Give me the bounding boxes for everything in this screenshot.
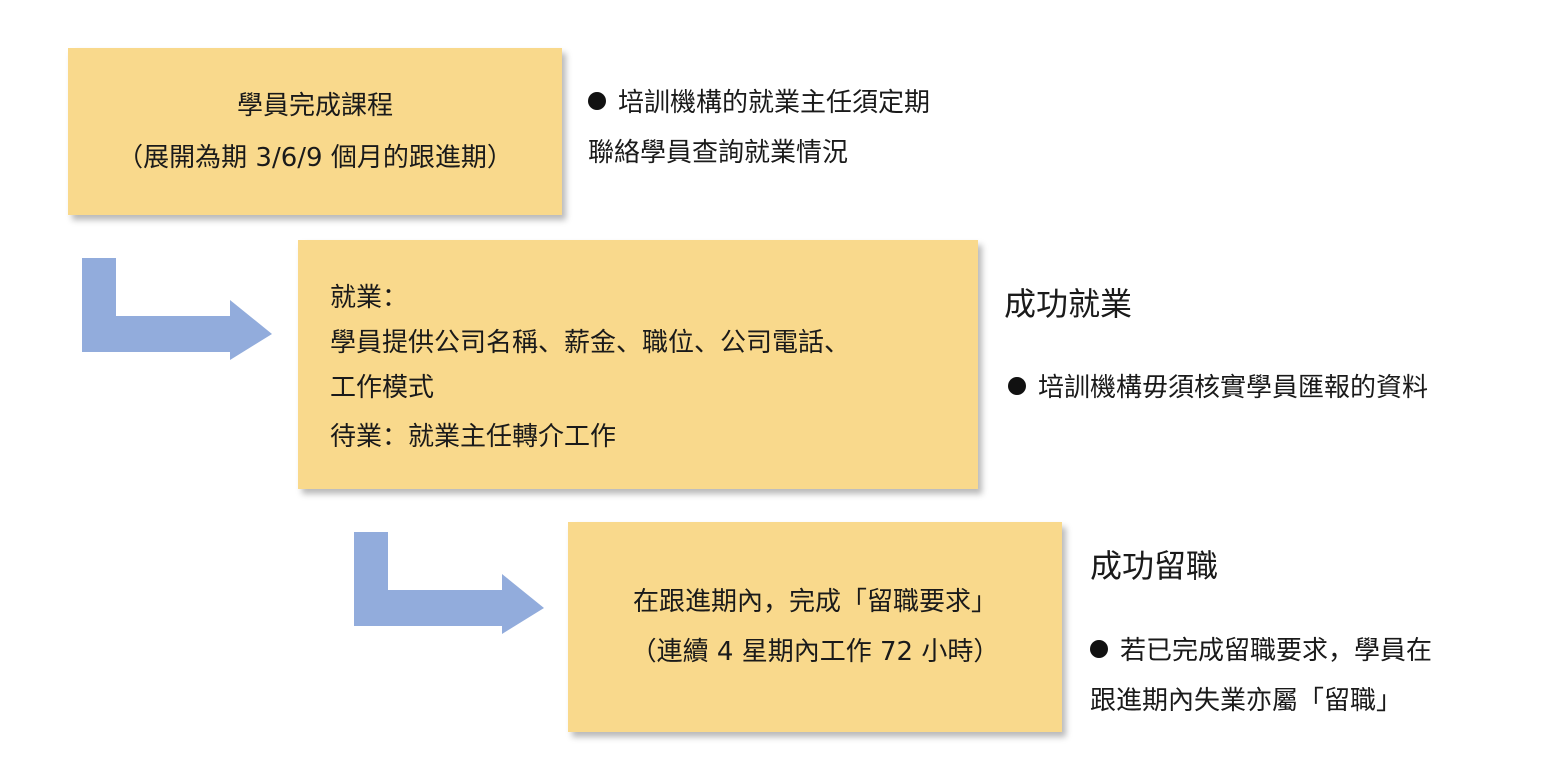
note3-line-2: 跟進期內失業亦屬「留職」	[1090, 686, 1403, 716]
note1-line-1: 培訓機構的就業主任須定期	[588, 78, 930, 128]
step1-line-1: 學員完成課程	[236, 90, 393, 121]
step3-line-1: 在跟進期內，完成「留職要求」	[632, 587, 997, 617]
step-box-retention: 在跟進期內，完成「留職要求」 （連續 4 星期內工作 72 小時）	[568, 522, 1062, 732]
heading-employment-success: 成功就業	[1004, 285, 1133, 323]
note2-text-1: 培訓機構毋須核實學員匯報的資料	[1038, 373, 1429, 403]
bullet-icon	[1090, 640, 1108, 658]
elbow-arrow-icon	[82, 258, 272, 360]
elbow-arrow-icon	[354, 532, 544, 634]
note1-line-2: 聯絡學員查詢就業情況	[588, 138, 849, 168]
note-followup-contact: 培訓機構的就業主任須定期 聯絡學員查詢就業情況	[588, 78, 930, 178]
step2-line-1: 就業：	[330, 283, 409, 313]
step2-line-2: 學員提供公司名稱、薪金、職位、公司電話、	[330, 328, 851, 358]
note1-text-1: 培訓機構的就業主任須定期	[618, 88, 931, 118]
heading-retention-success: 成功留職	[1090, 547, 1219, 585]
note3-line-1: 若已完成留職要求，學員在	[1090, 626, 1432, 676]
note2-line-1: 培訓機構毋須核實學員匯報的資料	[1008, 363, 1428, 413]
step-box-course-completed: 學員完成課程 （展開為期 3/6/9 個月的跟進期）	[68, 48, 562, 215]
step1-line-2: （展開為期 3/6/9 個月的跟進期）	[117, 142, 513, 173]
bullet-icon	[1008, 377, 1026, 395]
note3-text-1: 若已完成留職要求，學員在	[1120, 636, 1433, 666]
step-box-employment: 就業： 學員提供公司名稱、薪金、職位、公司電話、 工作模式 待業：就業主任轉介工…	[298, 240, 978, 489]
step2-line-4: 待業：就業主任轉介工作	[330, 422, 617, 452]
note-retention-rule: 若已完成留職要求，學員在 跟進期內失業亦屬「留職」	[1090, 626, 1432, 726]
bullet-icon	[588, 92, 606, 110]
step2-line-3: 工作模式	[330, 373, 435, 403]
step3-line-2: （連續 4 星期內工作 72 小時）	[630, 637, 1000, 667]
note-no-verification: 培訓機構毋須核實學員匯報的資料	[1008, 363, 1428, 413]
